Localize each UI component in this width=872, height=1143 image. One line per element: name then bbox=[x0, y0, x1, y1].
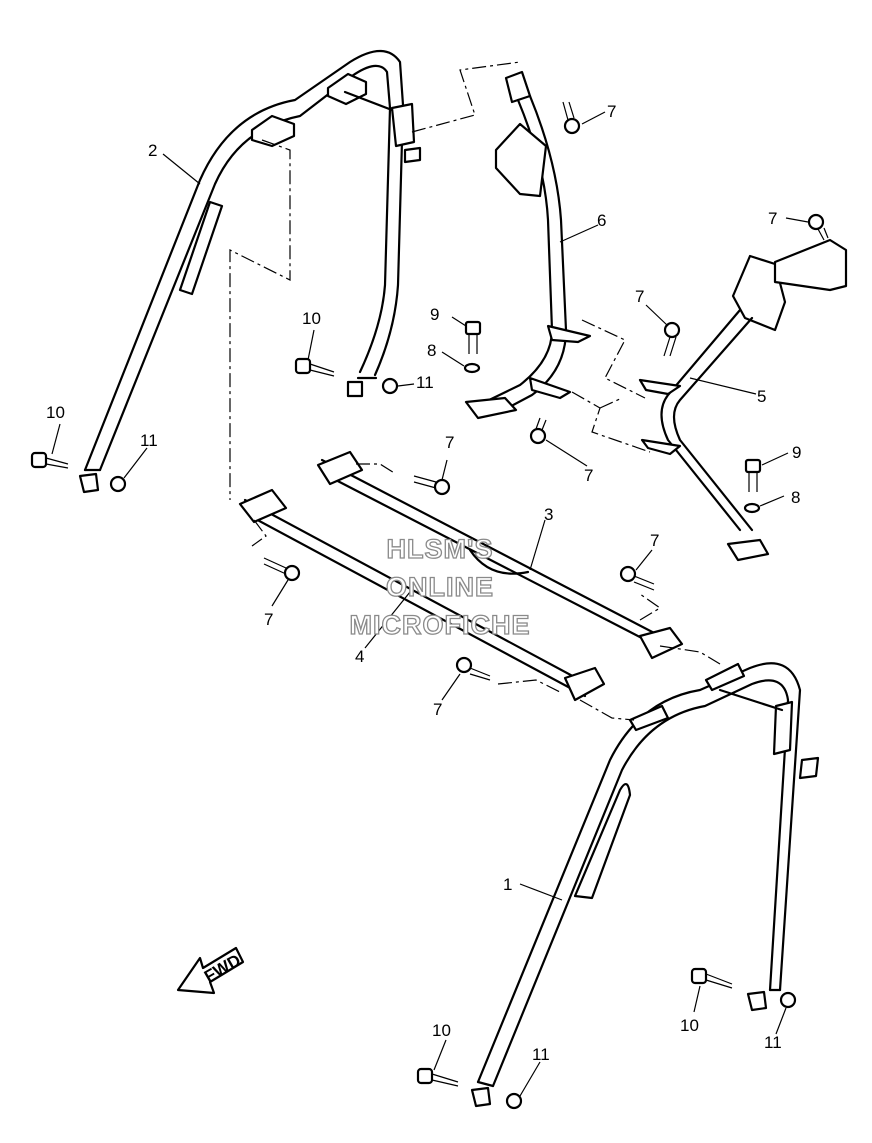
callout-7a: 7 bbox=[607, 102, 616, 121]
bolt-10a bbox=[30, 451, 69, 469]
callout-10b: 10 bbox=[302, 309, 321, 328]
bolt-9b bbox=[744, 458, 762, 492]
watermark-line-1: HLSM'S bbox=[386, 533, 494, 564]
bolt-7h bbox=[455, 656, 491, 681]
callout-11c: 11 bbox=[764, 1033, 782, 1052]
bolt-7g bbox=[619, 565, 655, 591]
part-1-front-roll-bar bbox=[470, 662, 820, 1108]
callout-7e: 7 bbox=[445, 433, 454, 452]
bolt-9a bbox=[464, 320, 482, 354]
callout-7h: 7 bbox=[433, 700, 442, 719]
callout-9b: 9 bbox=[792, 443, 801, 462]
washer-8b bbox=[743, 502, 761, 514]
callout-7d: 7 bbox=[584, 466, 593, 485]
callout-7g: 7 bbox=[650, 531, 659, 550]
leader-lines bbox=[51, 111, 809, 1097]
bolt-10c bbox=[690, 967, 733, 989]
callout-11a: 11 bbox=[140, 431, 158, 450]
callout-10a: 10 bbox=[46, 403, 65, 422]
watermark-line-3: MICROFICHE bbox=[349, 609, 531, 640]
fasteners bbox=[30, 101, 829, 1110]
callout-5: 5 bbox=[757, 387, 766, 406]
callout-11b: 11 bbox=[416, 373, 434, 392]
bolt-7a bbox=[562, 101, 581, 135]
bolt-10d bbox=[416, 1067, 459, 1087]
bolt-7f bbox=[263, 557, 301, 582]
callout-6: 6 bbox=[597, 211, 606, 230]
nut-11c bbox=[779, 991, 797, 1009]
callout-3: 3 bbox=[544, 505, 553, 524]
bolt-10b bbox=[294, 357, 335, 377]
bolt-7c bbox=[663, 321, 681, 357]
bolt-7d bbox=[529, 417, 547, 445]
callout-7b: 7 bbox=[768, 209, 777, 228]
callout-2: 2 bbox=[148, 141, 157, 160]
callout-7f: 7 bbox=[264, 610, 273, 629]
part-5-brace bbox=[638, 238, 848, 562]
nut-11d bbox=[505, 1092, 523, 1110]
callout-8b: 8 bbox=[791, 488, 800, 507]
nut-11a bbox=[109, 475, 127, 493]
fwd-arrow: FWD bbox=[176, 946, 245, 995]
callout-7c: 7 bbox=[635, 287, 644, 306]
callout-10c: 10 bbox=[680, 1016, 699, 1035]
callout-11d: 11 bbox=[532, 1045, 550, 1064]
part-2-rear-roll-bar bbox=[78, 49, 422, 494]
part-6-brace bbox=[464, 70, 592, 420]
bolt-7e bbox=[413, 475, 451, 496]
watermark-line-2: ONLINE bbox=[385, 571, 494, 602]
part-3-cross-bar bbox=[316, 450, 684, 660]
callout-10d: 10 bbox=[432, 1021, 451, 1040]
washer-8a bbox=[463, 362, 481, 374]
callout-9a: 9 bbox=[430, 305, 439, 324]
callout-1: 1 bbox=[503, 875, 512, 894]
callouts: 2 6 5 3 4 1 7 7 7 7 7 7 7 7 9 9 8 8 10 1… bbox=[46, 102, 801, 1064]
callout-8a: 8 bbox=[427, 341, 436, 360]
alignment-lines bbox=[229, 61, 721, 721]
nut-11b bbox=[381, 377, 399, 395]
bolt-7b bbox=[807, 213, 829, 241]
callout-4: 4 bbox=[355, 647, 364, 666]
part-4-cross-bar bbox=[238, 488, 606, 702]
